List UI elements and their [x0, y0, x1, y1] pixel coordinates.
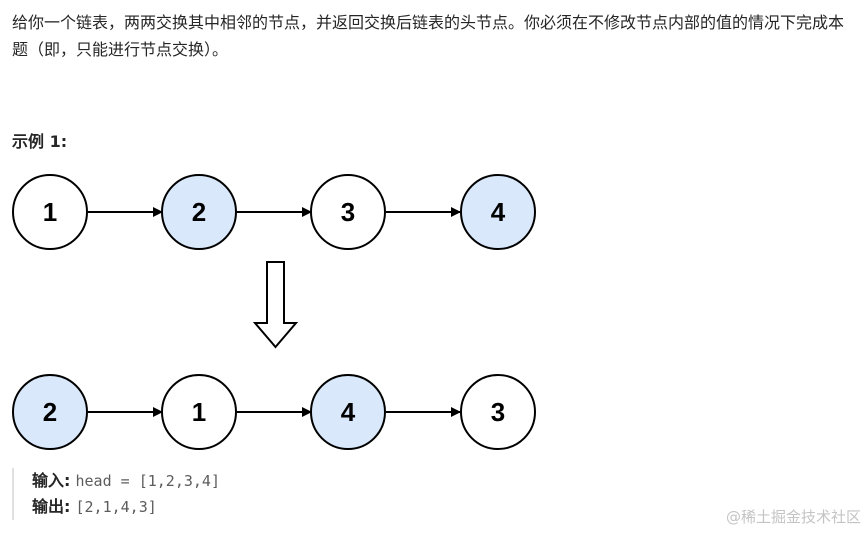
node-before-4-label: 4: [491, 197, 506, 227]
input-label: 输入:: [32, 471, 71, 490]
down-arrow-icon: [252, 261, 299, 349]
node-after-1: 2: [12, 374, 88, 450]
input-value: head = [1,2,3,4]: [75, 472, 221, 490]
output-value: [2,1,4,3]: [75, 498, 157, 516]
node-before-2-label: 2: [192, 197, 206, 227]
node-after-4: 3: [460, 374, 536, 450]
node-before-3-label: 3: [341, 197, 355, 227]
node-before-3: 3: [310, 174, 386, 250]
node-before-2: 2: [161, 174, 237, 250]
output-label: 输出:: [32, 497, 71, 516]
problem-description: 给你一个链表，两两交换其中相邻的节点，并返回交换后链表的头节点。你必须在不修改节…: [12, 13, 845, 59]
example-io-block: 输入: head = [1,2,3,4] 输出: [2,1,4,3]: [12, 468, 220, 520]
node-after-1-label: 2: [43, 397, 57, 427]
watermark: @稀土掘金技术社区: [725, 508, 861, 526]
node-before-4: 4: [460, 174, 536, 250]
input-line: 输入: head = [1,2,3,4]: [32, 468, 220, 494]
node-before-1-label: 1: [43, 197, 57, 227]
node-before-1: 1: [12, 174, 88, 250]
output-line: 输出: [2,1,4,3]: [32, 494, 220, 520]
node-after-2-label: 1: [192, 397, 206, 427]
node-after-3-label: 4: [341, 397, 356, 427]
node-after-3: 4: [310, 374, 386, 450]
example-title: 示例 1:: [12, 132, 68, 151]
node-after-4-label: 3: [491, 397, 505, 427]
node-after-2: 1: [161, 374, 237, 450]
